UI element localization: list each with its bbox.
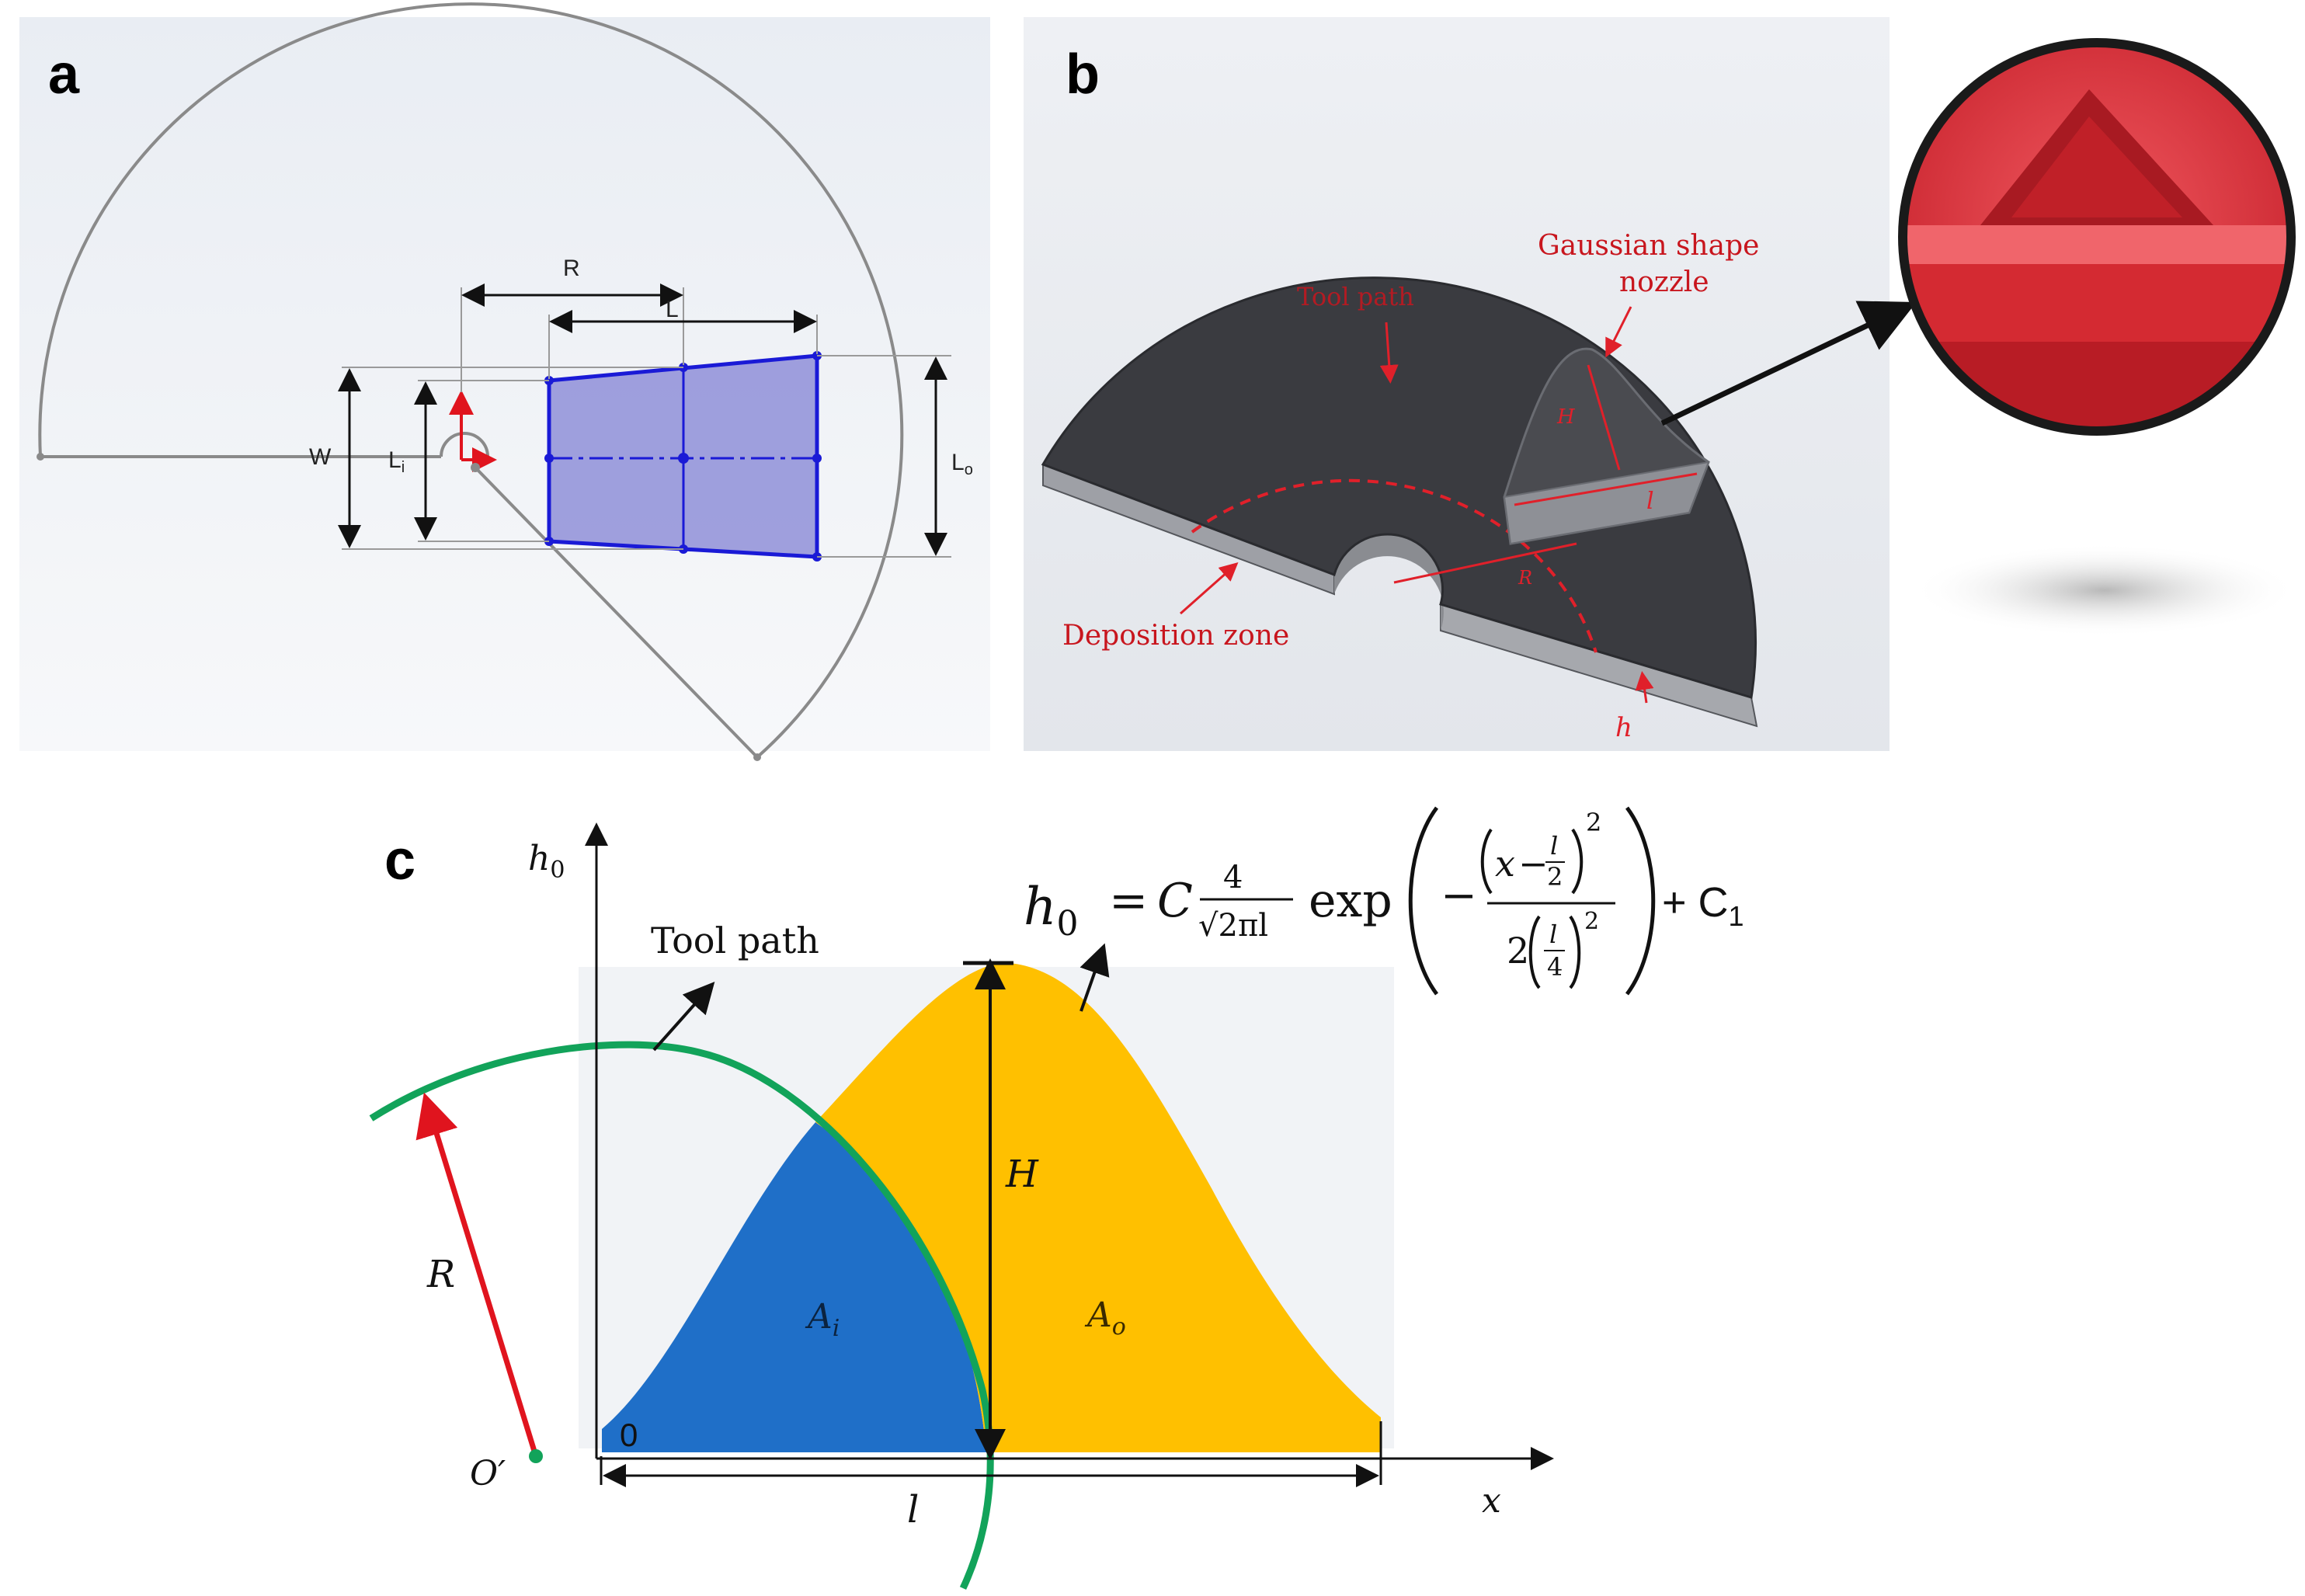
nozzle-label-pointer [1605,306,1632,358]
Ao-label: Ao [1084,1295,1126,1340]
panel-a-background [19,17,990,751]
dim-Li-label: Li [388,447,405,476]
nozzle-label-line2: nozzle [1619,266,1709,298]
tool-path-pointer-c [652,982,715,1052]
nozzle-R-label: R [1518,567,1532,589]
eq-den-l: l [1549,920,1557,949]
origin-point [471,463,480,472]
dim-L-label: L [666,297,679,322]
eq-paren-left [1408,806,1439,996]
origin-arc [440,432,489,457]
sector-end-point [37,453,44,461]
O-prime-label: O′ [470,1454,506,1493]
eq-C: C [1157,874,1193,928]
dim-W-label: W [309,444,332,470]
equation-pointer [1079,943,1110,1012]
eq-den-2: 2 [1507,930,1529,972]
disk-side-notch [1334,534,1444,631]
tool-path-pointer [1379,322,1399,384]
trapezoid-vertex [544,454,554,463]
H-label: H [1005,1153,1039,1196]
l-label: l [907,1488,919,1532]
R-radius-arrow [415,1092,539,1458]
eq-num-paren-right [1571,828,1584,895]
eq-num-2: 2 [1547,862,1563,892]
inner-area-region [602,1122,986,1452]
tool-path-label: Tool path [1297,282,1414,311]
panel-a-letter: a [48,43,80,106]
Ai-label: Ai [805,1297,840,1342]
nozzle-photo-inset [1898,38,2299,637]
thickness-h-pointer [1635,671,1654,704]
eq-equals: = [1109,874,1148,928]
eq-num-dash: − [1518,843,1549,885]
outer-area-inner-part [815,962,1010,1452]
nozzle-H-label: H [1556,405,1576,429]
photo-frame [1898,38,2296,436]
O-prime-point [529,1449,543,1463]
deposition-zone-pointer [1180,562,1239,615]
photo-shadow [1910,544,2299,637]
deposition-zone-label: Deposition zone [1062,620,1289,652]
dim-Lo-label: Lo [951,450,973,478]
eq-plus-C1: + C1 [1662,879,1744,932]
eq-lhs: h0 [1024,877,1079,944]
eq-paren-right [1625,806,1656,996]
eq-minus: − [1441,871,1477,921]
gaussian-equation: h0 = C 4 √2πl exp − x − l 2 2 2 l 4 [1024,806,1744,996]
panel-b-letter: b [1066,43,1100,106]
eq-num-x: x [1495,843,1515,885]
eq-den-paren-left [1528,915,1541,989]
trapezoid-vertex [812,454,822,463]
panel-b: b Tool path l H R Gaussian shape nozzle … [1024,17,1917,751]
nozzle-label-line1: Gaussian shape [1538,230,1759,262]
nozzle-R-dim [1393,542,1577,584]
sector-outline [38,2,904,760]
trapezoid-center [678,453,689,464]
panel-c: c h0 x 0 H l Ai Ao R O′ To [369,806,1744,1590]
nozzle-l-label: l [1646,488,1654,515]
x-axis-label: x [1482,1481,1501,1521]
dim-R-label: R [563,256,580,281]
nozzle-H-dim [1587,364,1621,471]
tool-path-dashed [1191,478,1598,653]
eq-frac-num: 4 [1223,860,1243,895]
eq-num-l: l [1550,831,1558,861]
h0-axis-label: h0 [528,839,565,884]
eq-num-paren-left [1480,828,1493,895]
panel-c-letter: c [384,829,415,892]
R-label: R [426,1253,455,1296]
sector-end-point-2 [753,753,761,761]
origin-zero-label: 0 [620,1417,638,1453]
zoom-arrow [1660,301,1917,426]
eq-den-4: 4 [1547,952,1563,982]
eq-exp: exp [1309,874,1392,928]
nozzle-front [1503,461,1710,545]
eq-den-paren-right [1569,915,1581,989]
panel-a: a R L W [19,2,990,761]
eq-den-square: 2 [1584,908,1599,935]
tool-path-label-c: Tool path [651,920,819,961]
nozzle-l-dim [1514,472,1698,506]
eq-num-square: 2 [1586,808,1601,837]
thickness-h-label: h [1615,712,1632,743]
eq-frac-den: √2πl [1198,908,1268,944]
